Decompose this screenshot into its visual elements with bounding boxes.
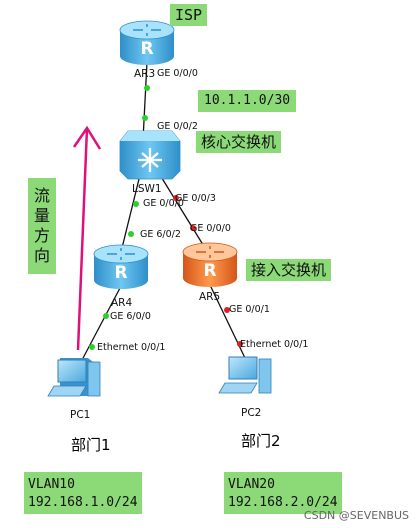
link-core-ar4[interactable]: [121, 174, 141, 249]
core-switch-label: 核心交换机: [196, 131, 282, 153]
port-dot-ar3-ge000: [144, 85, 150, 91]
department-label-1: 部门1: [71, 436, 111, 454]
link-core-ar5[interactable]: [159, 174, 206, 249]
links: [81, 61, 246, 361]
link-isp-core[interactable]: [142, 61, 148, 141]
device-name-lsw1: LSW1: [132, 183, 162, 195]
port-dot-ar5-ge001: [224, 307, 230, 313]
port-label-ar5-ge001: GE 0/0/1: [229, 304, 270, 315]
access-switch-label: 接入交换机: [246, 259, 332, 281]
device-name-pc2: PC2: [241, 407, 262, 419]
port-label-lsw1-ge003: GE 0/0/3: [175, 193, 216, 204]
device-name-pc1: PC1: [70, 409, 91, 421]
port-label-lsw1-ge002: GE 0/0/2: [157, 121, 198, 132]
port-label-ar4-ge600: GE 6/0/0: [110, 311, 151, 322]
port-dot-ar5-ge000: [190, 225, 196, 231]
vlan-subnet-pc2: 192.168.2.0/24: [228, 495, 338, 510]
port-dot-ar4-ge602: [128, 231, 134, 237]
port-dot-pc2-eth: [237, 341, 243, 347]
traffic-direction-label: 流量方向: [28, 178, 56, 274]
vlan-subnet-pc1: 192.168.1.0/24: [28, 495, 138, 510]
svg-text:R: R: [114, 263, 127, 283]
port-dot-lsw1-ge003: [173, 195, 179, 201]
port-label-pc1-eth: Ethernet 0/0/1: [97, 342, 166, 353]
router-icon-ar5[interactable]: R: [182, 242, 238, 287]
port-label-ar5-ge000: GE 0/0/0: [190, 223, 231, 234]
port-dot-ar4-ge600: [103, 313, 109, 319]
pc-icon-pc1[interactable]: [47, 358, 101, 397]
device-name-ar3: AR3: [134, 68, 156, 80]
link-ar4-pc1[interactable]: [81, 287, 121, 361]
port-label-ar3-ge000: GE 0/0/0: [157, 68, 198, 79]
vlan-id-pc2: VLAN20: [228, 477, 275, 492]
traffic-arrow: [72, 125, 102, 351]
vlan-box-pc2: VLAN20 192.168.2.0/24: [224, 472, 342, 514]
port-dot-lsw1-ge000: [133, 201, 139, 207]
svg-text:R: R: [140, 39, 153, 59]
port-dots: [89, 85, 243, 350]
isp-network-label: 10.1.1.0/30: [198, 90, 297, 112]
switch-icon-lsw1[interactable]: [119, 130, 181, 180]
device-name-ar5: AR5: [199, 291, 221, 303]
port-dot-pc1-eth: [89, 344, 95, 350]
router-icon-ar4[interactable]: R: [93, 244, 149, 289]
vlan-id-pc1: VLAN10: [28, 477, 75, 492]
watermark: CSDN @SEVENBUS: [303, 509, 409, 522]
device-name-ar4: AR4: [111, 297, 133, 309]
department-label-2: 部门2: [241, 432, 281, 450]
router-icon-ar3[interactable]: R: [119, 20, 175, 65]
port-dot-lsw1-ge002: [142, 115, 148, 121]
port-label-pc2-eth: Ethernet 0/0/1: [240, 339, 309, 350]
pc-icon-pc2[interactable]: [218, 356, 272, 394]
port-label-ar4-ge602: GE 6/0/2: [140, 229, 181, 240]
svg-text:R: R: [203, 261, 216, 281]
isp-label: ISP: [170, 4, 208, 26]
port-label-lsw1-ge000: GE 0/0/0: [143, 198, 184, 209]
vlan-box-pc1: VLAN10 192.168.1.0/24: [24, 472, 142, 514]
